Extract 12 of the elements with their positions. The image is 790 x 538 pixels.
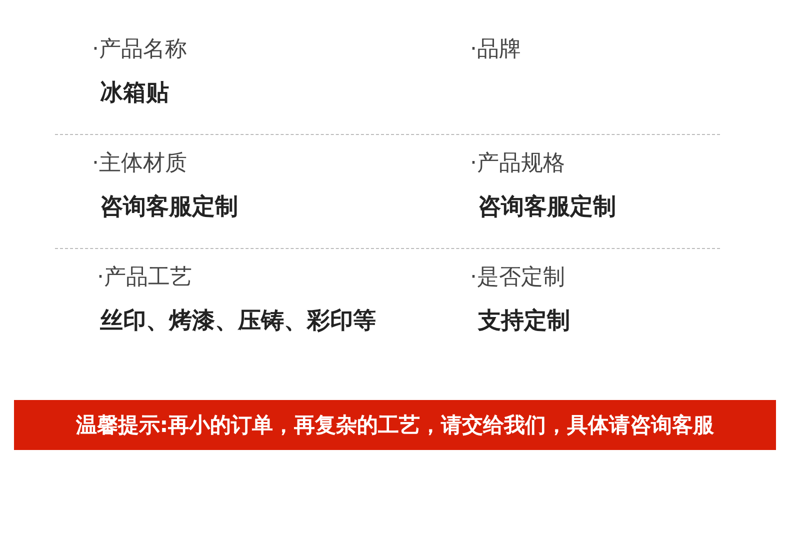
field-value: 支持定制 <box>478 308 570 336</box>
field-value: 冰箱贴 <box>100 80 169 108</box>
field-heading: ·主体材质 <box>92 151 187 178</box>
field-heading: ·产品规格 <box>470 151 565 178</box>
field-value: 丝印、烤漆、压铸、彩印等 <box>100 308 376 336</box>
field-value: 咨询客服定制 <box>100 194 238 222</box>
field-heading: ·品牌 <box>470 37 521 64</box>
field-value: 咨询客服定制 <box>478 194 616 222</box>
notice-banner: 温馨提示:再小的订单，再复杂的工艺，请交给我们，具体请咨询客服 <box>14 400 776 450</box>
field-heading: ·产品名称 <box>92 37 187 64</box>
field-heading: ·产品工艺 <box>97 265 192 292</box>
field-heading: ·是否定制 <box>470 265 565 292</box>
